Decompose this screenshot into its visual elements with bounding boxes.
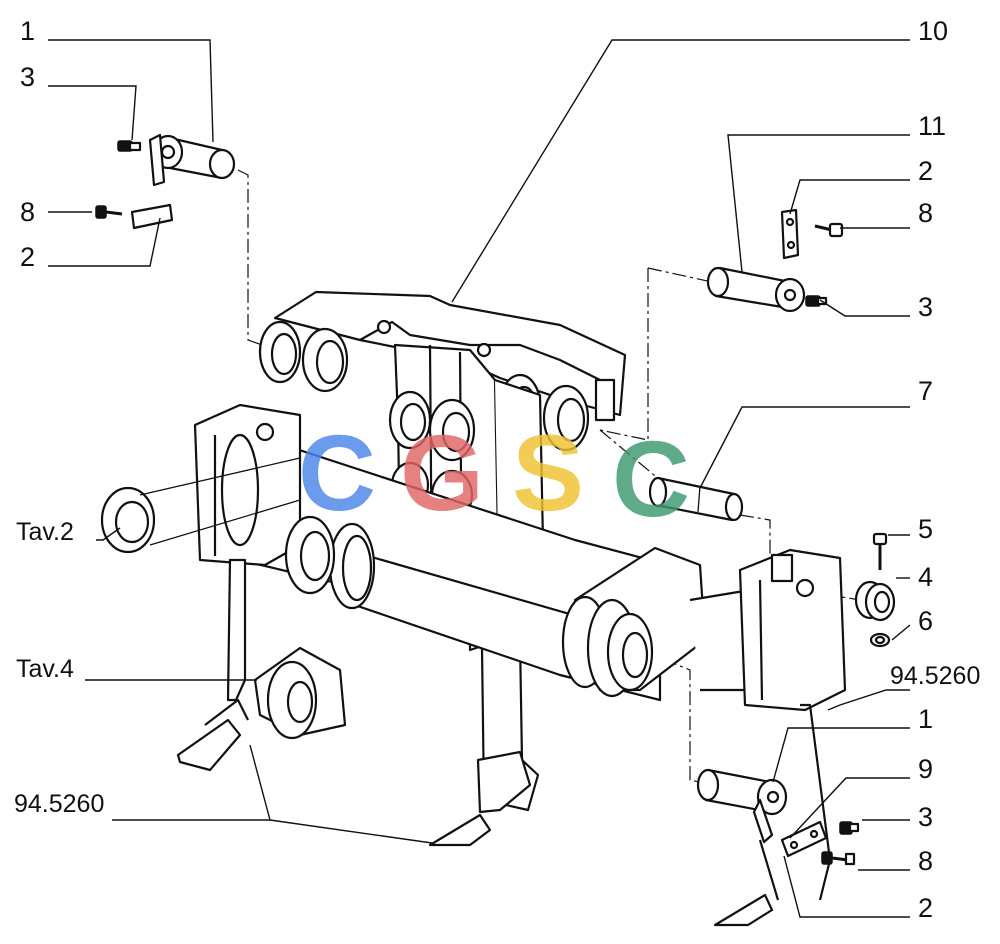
bolt-part-5	[872, 532, 888, 570]
bushing-tav-2	[100, 457, 301, 554]
callout-6: 6	[918, 606, 933, 636]
callout-2-right-top: 2	[918, 156, 933, 186]
watermark-letter-g: G	[400, 412, 484, 533]
callout-8-right-top: 8	[918, 198, 933, 228]
pin-part-11	[706, 266, 806, 313]
callout-labels: 1 3 8 2 10 11 2 8 3 7 5 4 6 94.5260 1 9 …	[14, 16, 980, 923]
cross-beam	[193, 403, 847, 712]
watermark: C G S C	[298, 412, 690, 539]
pin-part-1-bottom	[696, 768, 788, 844]
bolt-part-8-bottom	[821, 851, 856, 866]
bushing-part-4	[854, 580, 896, 622]
pin-part-1-top	[148, 133, 236, 187]
callout-1-top: 1	[20, 16, 35, 46]
grease-nipple-part-3-bottom	[839, 821, 860, 835]
callout-3-right-bottom: 3	[918, 802, 933, 832]
right-shank	[713, 703, 832, 927]
callout-4: 4	[918, 562, 933, 592]
reference-tav-2: Tav.2	[16, 518, 74, 546]
callout-2-right-bottom: 2	[918, 893, 933, 923]
bolt-part-8-right-top	[814, 222, 844, 238]
callout-8-right-bottom: 8	[918, 846, 933, 876]
reference-94-5260-left: 94.5260	[14, 790, 104, 818]
plate-part-2-bottom	[780, 820, 828, 858]
callout-1-right: 1	[918, 704, 933, 734]
bolt-part-8-left	[95, 205, 123, 219]
watermark-letter-c2: C	[612, 418, 690, 539]
callout-8-left: 8	[20, 197, 35, 227]
callout-2-left: 2	[20, 242, 35, 272]
callout-3-top: 3	[20, 62, 35, 92]
watermark-letter-c1: C	[298, 412, 376, 533]
main-frame	[258, 290, 627, 812]
plate-part-2-left	[130, 203, 174, 230]
reference-tav-4: Tav.4	[16, 655, 74, 683]
pin-part-7	[648, 476, 744, 522]
grease-nipple-part-3-right-top	[805, 295, 828, 307]
nut-part-6	[869, 632, 891, 648]
leader-lines	[48, 39, 911, 918]
reference-94-5260-right: 94.5260	[890, 662, 980, 690]
callout-7: 7	[918, 376, 933, 406]
callout-3-right-top: 3	[918, 292, 933, 322]
callout-9: 9	[918, 754, 933, 784]
callout-11: 11	[918, 111, 946, 141]
left-shanks	[176, 558, 532, 847]
watermark-letter-s: S	[512, 412, 584, 533]
plate-part-2-right-top	[780, 208, 800, 260]
callout-5: 5	[918, 514, 933, 544]
grease-nipple-part-3-top	[117, 140, 142, 152]
callout-10: 10	[918, 16, 948, 46]
